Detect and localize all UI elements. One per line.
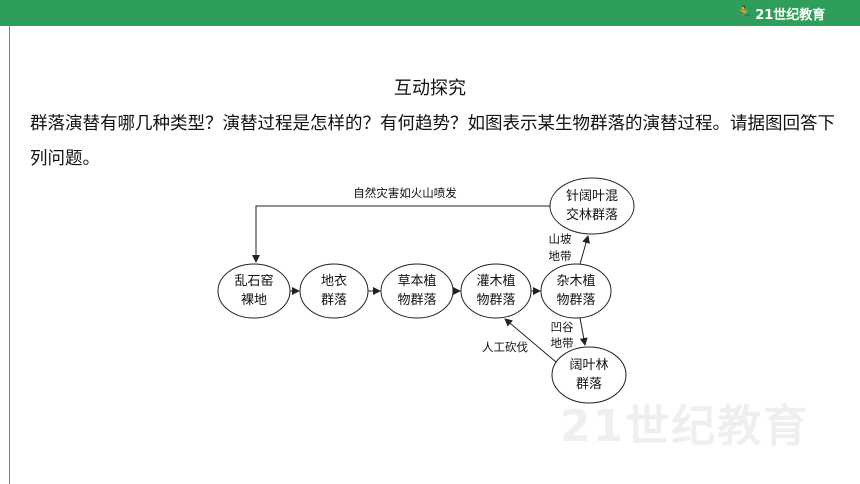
label-volcano: 自然灾害如火山喷发	[353, 186, 457, 200]
arrow-volcano-to-rock	[252, 205, 550, 263]
node-lichen-line1: 地衣	[321, 273, 347, 289]
section-heading: 互动探究	[394, 78, 466, 99]
node-herb-line2: 物群落	[397, 293, 436, 308]
node-herb: 草本植 物群落	[380, 263, 454, 319]
node-herb-line1: 草本植	[397, 274, 436, 289]
node-coniferous-broadleaf-line1: 针阔叶混	[566, 189, 618, 204]
arrow-mixed-to-broadleaf	[579, 317, 588, 346]
runner-icon: 🏃	[736, 5, 753, 21]
node-shrub-line2: 物群落	[476, 293, 515, 308]
label-logging: 人工砍伐	[482, 340, 528, 354]
arrow-logging-to-shrub	[504, 318, 557, 363]
node-lichen-line2: 群落	[321, 293, 347, 308]
node-shrub: 灌木植 物群落	[460, 263, 532, 319]
node-mixed-wood-line1: 杂木植	[556, 274, 595, 289]
label-valley-line2: 地带	[551, 336, 574, 350]
node-lichen: 地衣 群落	[299, 263, 369, 319]
logo: 🏃 21世纪教育	[736, 2, 836, 24]
node-mixed-wood-line2: 物群落	[556, 293, 595, 308]
question-paragraph: 群落演替有哪几种类型？演替过程是怎样的？有何趋势？如图表示某生物群落的演替过程。…	[30, 114, 835, 169]
node-coniferous-broadleaf: 针阔叶混 交林群落	[549, 177, 635, 235]
left-border-line	[9, 26, 10, 484]
logo-text: 21世纪教育	[755, 7, 826, 23]
label-mountain-line1: 山坡	[549, 232, 572, 246]
label-valley-line1: 凹谷	[551, 320, 574, 334]
node-broadleaf-line1: 阔叶林	[569, 358, 608, 373]
node-bare-rock-line2: 裸地	[241, 293, 267, 308]
node-bare-rock: 乱石窑 裸地	[217, 263, 291, 319]
node-shrub-line1: 灌木植	[476, 274, 515, 289]
node-broadleaf-line2: 群落	[576, 377, 602, 392]
watermark: 21世纪教育	[560, 401, 810, 452]
node-bare-rock-line1: 乱石窑	[234, 273, 273, 289]
node-coniferous-broadleaf-line2: 交林群落	[566, 207, 618, 223]
label-mountain-line2: 地带	[549, 249, 572, 263]
node-mixed-wood: 杂木植 物群落	[540, 263, 612, 319]
arrow-mixed-to-coniferous	[579, 235, 590, 265]
node-broadleaf: 阔叶林 群落	[551, 346, 627, 404]
top-bar: 🏃 21世纪教育	[0, 0, 860, 26]
